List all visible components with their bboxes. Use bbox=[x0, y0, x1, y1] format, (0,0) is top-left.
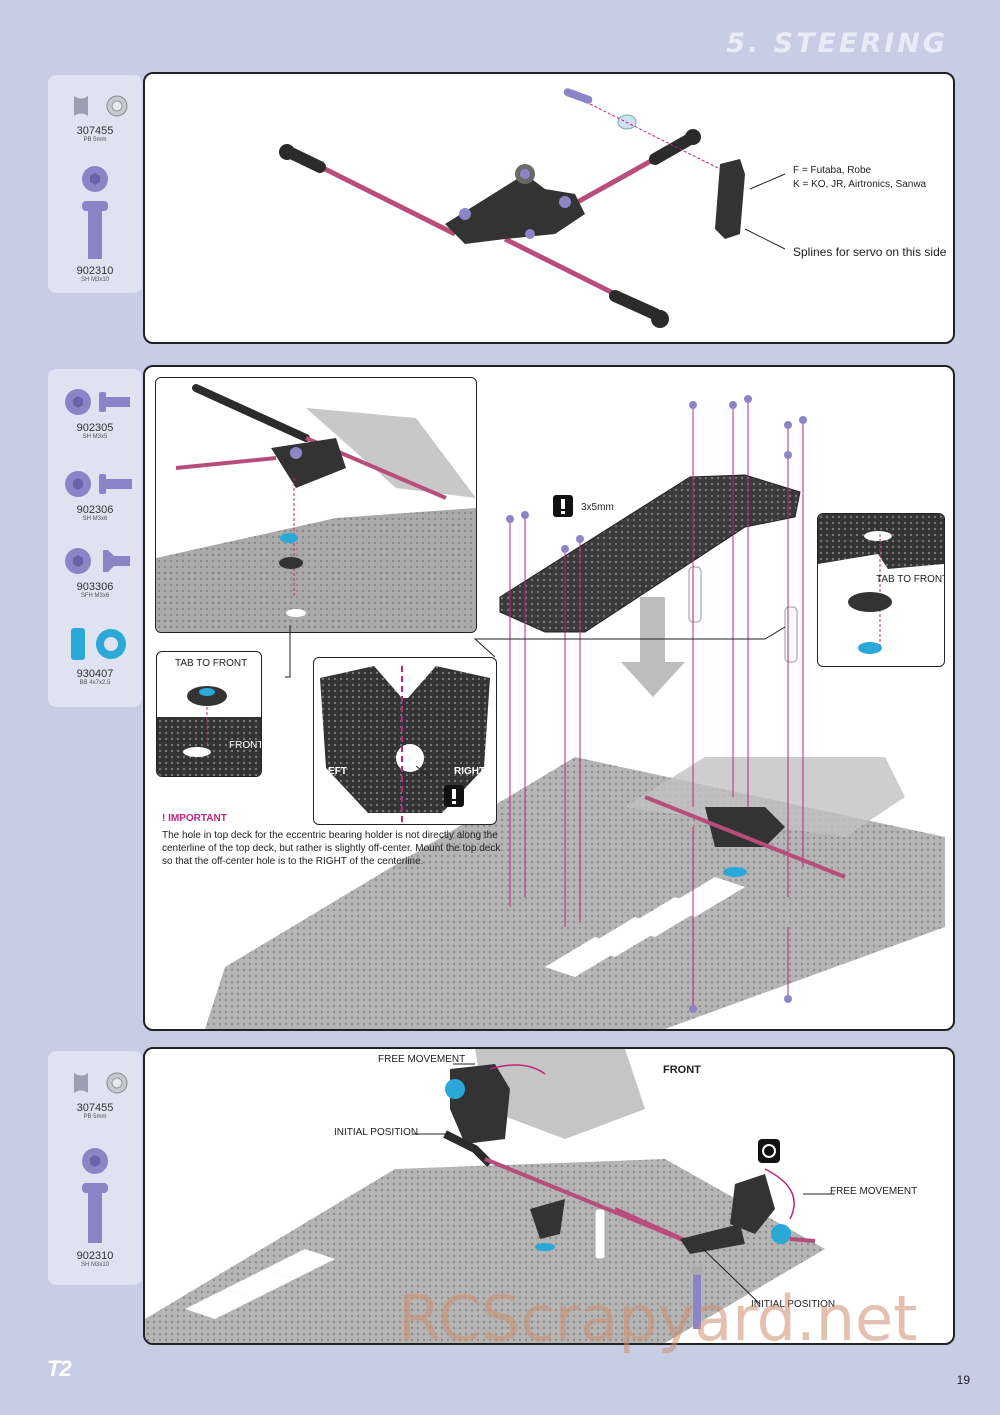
part-desc: SH M3x10 bbox=[80, 1262, 109, 1268]
part-ball-pivot: 307455 PB 5mm bbox=[48, 1069, 142, 1121]
free-movement-right-label: FREE MOVEMENT bbox=[830, 1186, 918, 1197]
tab-right-illustration bbox=[818, 514, 944, 654]
deck-orientation-inset: FRONT LEFT RIGHT bbox=[313, 657, 497, 825]
part-desc: SH M3x5 bbox=[82, 434, 108, 440]
important-text: The hole in top deck for the eccentric b… bbox=[162, 830, 501, 867]
detail-inset-tab-left: TAB TO FRONT FRONT bbox=[156, 651, 262, 777]
page-title: 5. STEERING bbox=[726, 28, 948, 59]
part-ball-pivot: 307455 PB 5mm bbox=[48, 92, 142, 144]
deck-orientation-illustration bbox=[320, 666, 490, 824]
ball-bearing-icon bbox=[71, 628, 126, 660]
parts-column-step3: 307455 PB 5mm 902310 SH M3x10 bbox=[48, 1051, 142, 1285]
steering-detail-illustration bbox=[156, 384, 476, 632]
step1-panel: F = Futaba, Robe K = KO, JR, Airtronics,… bbox=[143, 72, 955, 344]
ball-pivot-icon bbox=[74, 95, 128, 117]
free-movement-left-label: FREE MOVEMENT bbox=[378, 1054, 466, 1065]
deck-left-label: LEFT bbox=[322, 766, 347, 777]
detail-inset-steering bbox=[155, 377, 477, 633]
tab-front-label: TAB TO FRONT bbox=[175, 658, 248, 669]
part-screw: 902310 SH M3x10 bbox=[48, 1147, 142, 1269]
part-number: 307455 bbox=[76, 125, 114, 137]
part-number: 902310 bbox=[76, 1250, 114, 1262]
part-number: 902305 bbox=[76, 422, 114, 434]
top-deck-assembly-illustration bbox=[205, 395, 945, 1029]
initial-position-right-label: INITIAL POSITION bbox=[751, 1299, 836, 1310]
part-screw-902305: 902305 SH M3x5 bbox=[48, 387, 142, 441]
front-label: FRONT bbox=[663, 1064, 701, 1076]
ko-label: K = KO, JR, Airtronics, Sanwa bbox=[793, 179, 927, 190]
screw-icon bbox=[65, 471, 132, 497]
part-number: 307455 bbox=[76, 1102, 114, 1114]
step2-panel: TAB TO FRONT FRONT FRONT LEFT RIGHT bbox=[143, 365, 955, 1031]
tab-detail-illustration bbox=[157, 686, 261, 776]
detail-inset-tab-right: TAB TO FRONT bbox=[817, 513, 945, 667]
part-number: 902310 bbox=[76, 265, 114, 277]
splines-label: Splines for servo on this side bbox=[793, 245, 947, 259]
steering-installed-illustration bbox=[145, 1049, 835, 1343]
screw-icon bbox=[82, 1148, 108, 1243]
part-number: 903306 bbox=[76, 581, 114, 593]
part-desc: BB 4x7x2.5 bbox=[79, 680, 111, 686]
part-desc: SFH M3x6 bbox=[80, 593, 110, 599]
part-desc: SH M3x6 bbox=[82, 516, 108, 522]
important-title: ! IMPORTANT bbox=[162, 813, 227, 824]
brand-logo: T2 bbox=[47, 1356, 72, 1381]
part-screw-903306: 903306 SFH M3x6 bbox=[48, 546, 142, 600]
tab-front-right-label: TAB TO FRONT bbox=[876, 574, 945, 585]
watermark: RCScrapyard.net bbox=[398, 1282, 918, 1355]
step3-panel: FREE MOVEMENT INITIAL POSITION FRONT FRE… bbox=[143, 1047, 955, 1345]
part-number: 902306 bbox=[76, 504, 114, 516]
part-desc: PB 5mm bbox=[83, 137, 107, 143]
part-desc: SH M3x10 bbox=[80, 277, 109, 283]
part-desc: PB 5mm bbox=[83, 1114, 107, 1120]
part-number: 930407 bbox=[76, 668, 114, 680]
screw-size-label: 3x5mm bbox=[581, 502, 614, 513]
part-screw: 902310 SH M3x10 bbox=[48, 165, 142, 284]
steering-linkage-illustration bbox=[279, 88, 786, 328]
page-number: 19 bbox=[956, 1373, 970, 1387]
front-small-label: FRONT bbox=[229, 740, 262, 751]
flat-head-screw-icon bbox=[65, 548, 130, 574]
deck-right-label: RIGHT bbox=[454, 766, 486, 777]
screw-icon bbox=[82, 166, 108, 259]
futaba-label: F = Futaba, Robe bbox=[793, 165, 872, 176]
deck-front-label: FRONT bbox=[384, 658, 419, 669]
ball-pivot-icon bbox=[74, 1072, 128, 1094]
parts-column-step2: 902305 SH M3x5 902306 SH M3x6 903306 SFH… bbox=[48, 369, 142, 707]
part-bearing-930407: 930407 BB 4x7x2.5 bbox=[48, 625, 142, 687]
screw-icon bbox=[65, 389, 130, 415]
parts-column-step1: 307455 PB 5mm 902310 SH M3x10 bbox=[48, 75, 142, 293]
initial-position-left-label: INITIAL POSITION bbox=[334, 1127, 419, 1138]
part-screw-902306: 902306 SH M3x6 bbox=[48, 469, 142, 523]
